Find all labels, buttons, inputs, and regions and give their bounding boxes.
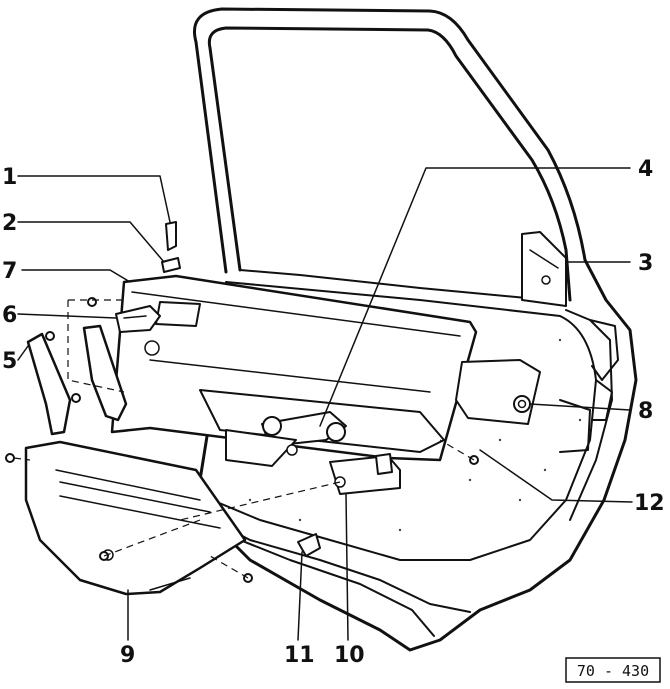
lock-rod-clip [297, 533, 321, 557]
callout-3: 3 [638, 251, 653, 276]
callout-6: 6 [2, 303, 17, 328]
callouts: 1 2 3 4 5 6 7 8 9 10 11 12 [2, 157, 665, 668]
assembly-guide-lines [13, 299, 475, 579]
door-pocket [455, 359, 541, 425]
screws [5, 297, 479, 583]
callout-2: 2 [2, 211, 17, 236]
callout-1: 1 [2, 165, 17, 190]
callout-11: 11 [284, 643, 315, 668]
trim-clip [165, 221, 177, 251]
callout-12: 12 [634, 491, 665, 516]
clip-retainer [161, 257, 181, 273]
reference-code: 70 - 430 [577, 662, 649, 680]
bracket [521, 231, 567, 307]
callout-8: 8 [638, 399, 653, 424]
door-handle-escutcheon [115, 305, 161, 333]
leader-lines [17, 167, 633, 641]
pull-handle [26, 324, 128, 436]
callout-7: 7 [2, 259, 17, 284]
plug [513, 395, 531, 413]
callout-4: 4 [638, 157, 653, 182]
window-crank [225, 411, 347, 467]
armrest [24, 440, 247, 596]
callout-5: 5 [2, 349, 17, 374]
callout-10: 10 [334, 643, 365, 668]
inner-door-handle [329, 453, 401, 495]
reference-code-box: 70 - 430 [565, 657, 661, 683]
callout-9: 9 [120, 643, 135, 668]
